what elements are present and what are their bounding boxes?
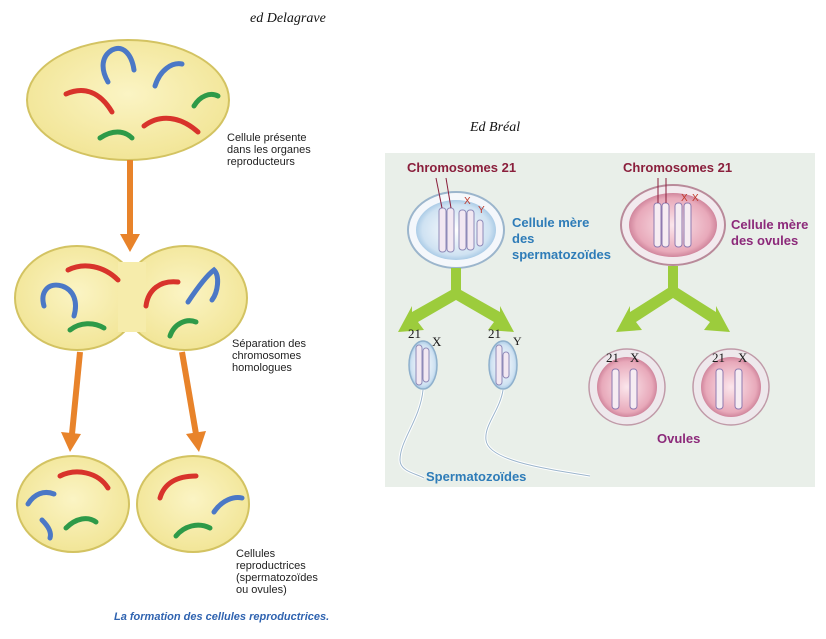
male-chromosomes-title: Chromosomes 21 [407, 160, 517, 175]
chromosome-red [63, 88, 115, 115]
green-split-arrow-male [398, 268, 514, 332]
chromosome-blue [100, 46, 137, 85]
chromosome-green [167, 318, 199, 339]
source-breal: Ed Bréal [470, 120, 521, 135]
label-initial-cell: Cellule présente dans les organes reprod… [227, 132, 311, 168]
female-mother-cell-label: Cellule mère des ovules [731, 217, 809, 248]
chromosome-green [63, 516, 99, 531]
chromosome-green [97, 129, 135, 141]
label-reproductive-cells: Cellules reproductrices (spermatozoïdes … [236, 548, 318, 596]
ovule-result-label: Ovules [657, 431, 701, 446]
female-x-mark-2: X [692, 193, 699, 204]
chromosome-red [143, 279, 181, 309]
female-mother-cell [620, 178, 726, 266]
ovule2-num: 21 [712, 350, 725, 365]
male-mother-cell [407, 177, 505, 269]
ovule2-sex: X [738, 350, 748, 365]
sperm-tail [484, 389, 591, 478]
sperm2-sex: Y [513, 334, 522, 348]
chromosome-blue [185, 266, 221, 305]
figure-caption: La formation des cellules reproductrices… [114, 611, 330, 623]
arrow-down-left [61, 351, 83, 452]
daughter-cell-left [16, 455, 130, 553]
chromosome-blue [25, 489, 57, 507]
male-x-mark: X [464, 196, 471, 207]
chromosome-green [191, 91, 221, 109]
ovule1-sex: X [630, 350, 640, 365]
female-x-mark-1: X [681, 193, 688, 204]
sperm-cell-x [398, 340, 438, 480]
chromosome-blue [39, 517, 53, 541]
source-delagrave: ed Delagrave [250, 11, 326, 26]
ovule-cell-2 [692, 348, 770, 426]
chromosome-blue [40, 282, 78, 319]
ovule-cell-1 [588, 348, 666, 426]
label-separation: Séparation des chromosomes homologues [232, 338, 306, 374]
daughter-cell-right [136, 455, 250, 553]
arrow-down [120, 160, 140, 252]
chromosome-red [157, 473, 199, 501]
ovule1-num: 21 [606, 350, 619, 365]
chromosome-blue [152, 61, 185, 89]
sperm-cell-y [484, 340, 591, 478]
chromosome-blue [211, 495, 245, 515]
green-split-arrow-female [616, 266, 730, 332]
dividing-cell [14, 245, 248, 351]
sperm1-num: 21 [408, 326, 421, 341]
sperm2-num: 21 [488, 326, 501, 341]
female-chromosomes-title: Chromosomes 21 [623, 160, 733, 175]
sperm-result-label: Spermatozoïdes [426, 469, 527, 484]
arrow-down-right [179, 351, 206, 452]
male-y-mark: Y [478, 205, 485, 216]
chromosome-green [67, 321, 107, 333]
chromosome-red [57, 469, 111, 491]
sperm1-sex: X [432, 334, 442, 349]
chromosome-green [173, 522, 213, 539]
chromosome-red [141, 115, 201, 135]
male-mother-cell-label: Cellule mère des spermatozoïdes [512, 215, 611, 262]
chromosome-red [65, 263, 121, 283]
